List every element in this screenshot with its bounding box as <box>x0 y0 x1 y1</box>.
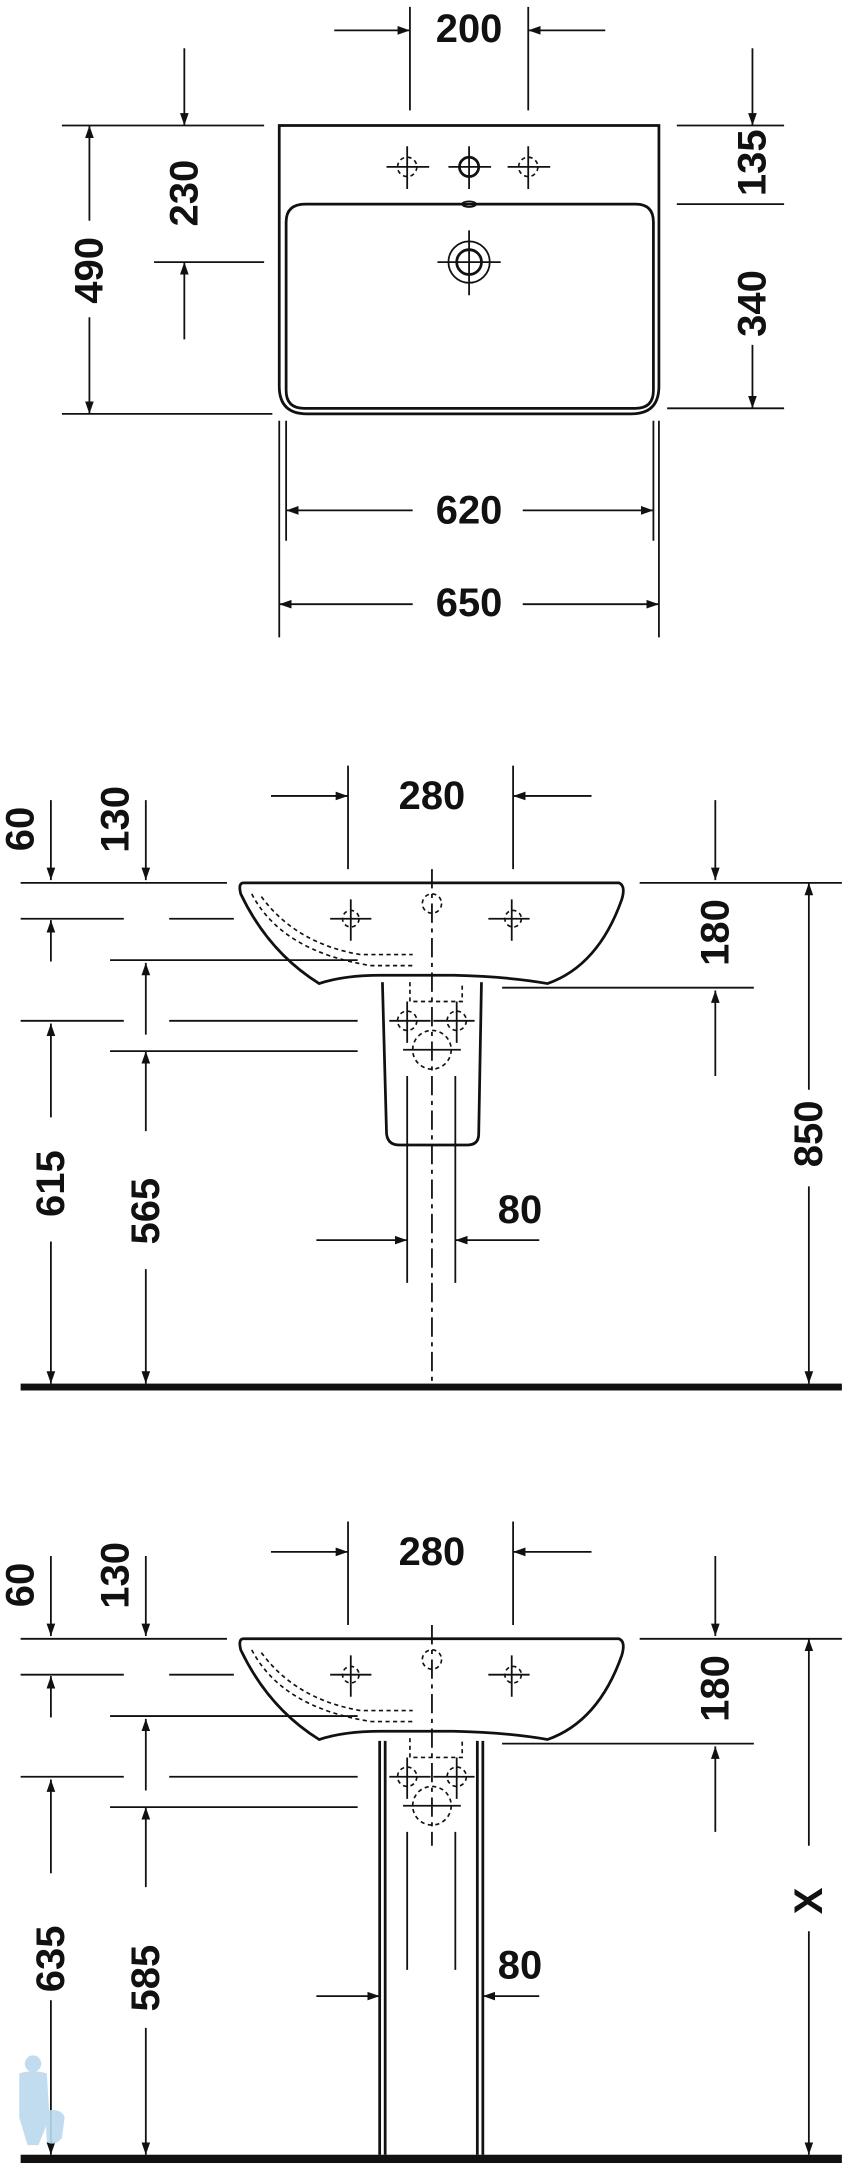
dim-bracket-spacing: 280 <box>399 774 466 818</box>
top-view: 200 490 230 135 340 620 650 <box>61 6 785 638</box>
drain-icon <box>437 230 501 296</box>
overflow-icon <box>461 200 477 208</box>
dim-bowl-depth: 340 <box>730 270 774 337</box>
pedestal <box>378 1740 485 2155</box>
dim-waste-height: 615 <box>29 1150 73 1217</box>
plumber-watermark-icon <box>19 2055 65 2146</box>
side-view-pedestal: 280 60 130 635 585 180 X 80 <box>0 1521 842 2163</box>
dim-130: 130 <box>94 1542 138 1609</box>
dim-drain-from-back: 230 <box>162 160 206 227</box>
dim-130: 130 <box>94 786 138 853</box>
dim-60: 60 <box>0 1563 43 1607</box>
dim-pipe-width: 80 <box>498 1944 542 1988</box>
dim-basin-height: 180 <box>693 899 737 966</box>
floor-line <box>20 1383 842 1391</box>
dim-tap-spacing: 200 <box>436 7 503 51</box>
semi-pedestal <box>381 982 483 1147</box>
dim-waste-height: 635 <box>29 1925 73 1992</box>
dim-back-to-bowl: 135 <box>730 129 774 196</box>
dim-pipe-width: 80 <box>498 1188 542 1232</box>
dim-rim-height: 850 <box>787 1101 831 1168</box>
dim-basin-height: 180 <box>693 1655 737 1722</box>
side-view-semi-pedestal: 280 60 130 615 565 180 850 80 <box>0 765 842 1391</box>
bowl-outline <box>284 202 655 410</box>
dim-total-width: 650 <box>436 581 503 625</box>
floor-line <box>20 2154 842 2163</box>
dim-supply-height: 565 <box>124 1178 168 1245</box>
dim-supply-height: 585 <box>124 1945 168 2012</box>
basin-profile <box>238 881 625 986</box>
basin-profile <box>238 1637 625 1742</box>
dim-bracket-spacing: 280 <box>399 1530 466 1574</box>
dim-60: 60 <box>0 807 43 851</box>
fixing-hole-icon <box>330 899 530 941</box>
dim-bowl-width: 620 <box>436 488 503 532</box>
basin-outline <box>277 124 661 416</box>
dim-rim-height: X <box>787 1887 831 1914</box>
dim-depth-total: 490 <box>67 237 111 304</box>
tap-hole-icon <box>386 146 551 189</box>
